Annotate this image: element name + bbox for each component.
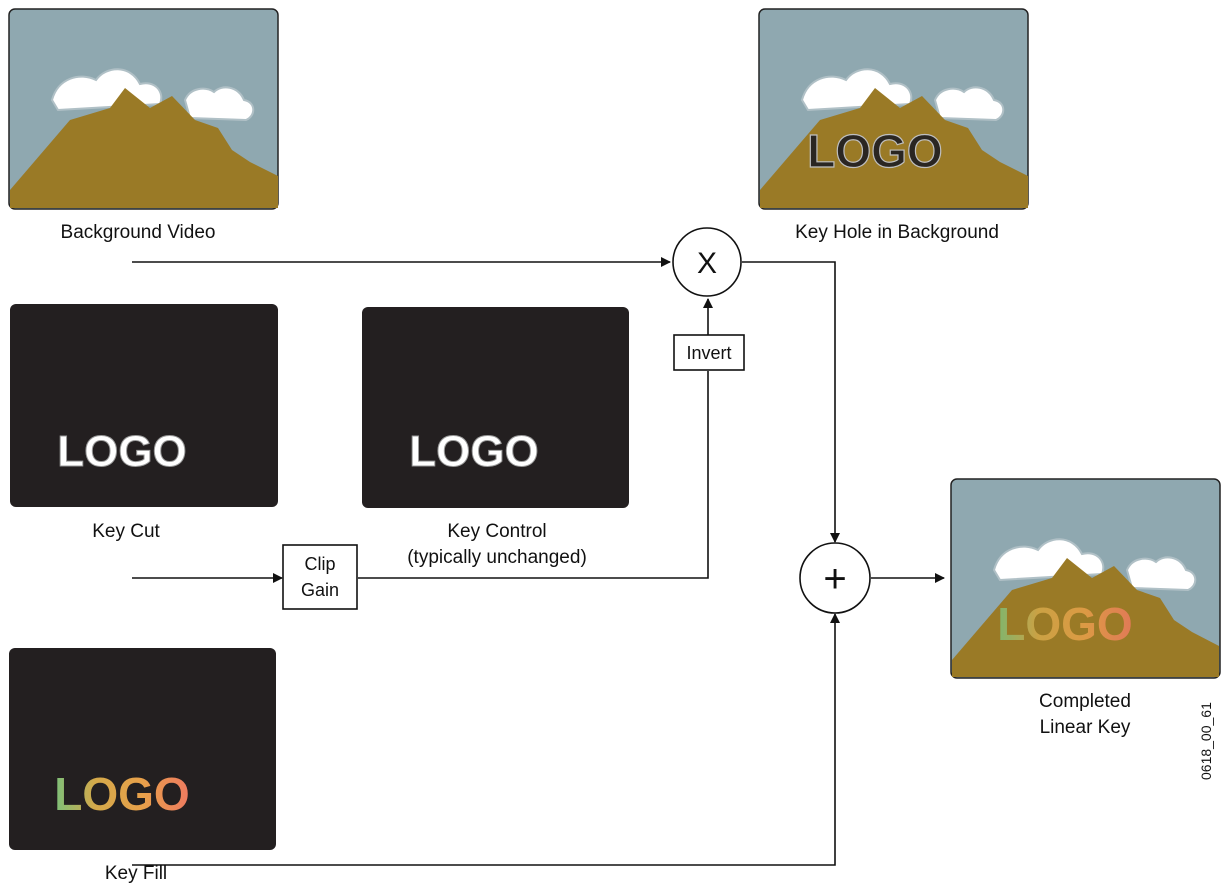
key-control-label-line1: Key Control — [447, 521, 547, 542]
key-control-label-line2: (typically unchanged) — [407, 547, 587, 568]
completed-linear-key-panel: LOGO — [950, 478, 1221, 679]
key-cut-logo: LOGO — [57, 427, 187, 476]
completed-label-line2: Linear Key — [1039, 717, 1131, 738]
key-fill-logo: LOGO — [54, 768, 189, 820]
key-fill-label: Key Fill — [104, 863, 168, 884]
key-cut-label: Key Cut — [92, 521, 160, 542]
clip-gain-line2: Gain — [301, 580, 339, 600]
add-node: + — [799, 542, 871, 614]
background-video-label: Background Video — [60, 222, 216, 243]
key-hole-panel: LOGO — [758, 8, 1029, 210]
clip-gain-box: Clip Gain — [282, 544, 358, 610]
multiply-symbol: X — [697, 247, 717, 280]
clipgain-to-invert-line — [358, 371, 709, 579]
invert-box: Invert — [673, 334, 745, 371]
key-hole-label: Key Hole in Background — [795, 222, 999, 243]
completed-logo: LOGO — [997, 598, 1132, 650]
keyfill-to-add-arrow — [132, 613, 840, 866]
add-symbol: + — [823, 557, 846, 601]
background-video-panel — [8, 8, 279, 210]
key-control-logo: LOGO — [409, 427, 539, 476]
multiply-node: X — [672, 227, 742, 297]
connector-lines — [132, 257, 945, 866]
completed-label-line1: Completed — [1039, 691, 1131, 712]
multiply-to-add-arrow — [742, 261, 840, 543]
invert-label: Invert — [686, 343, 731, 363]
key-fill-panel: LOGO — [9, 648, 276, 850]
key-hole-logo: LOGO — [807, 125, 942, 177]
key-cut-panel: LOGO — [10, 304, 278, 507]
clip-gain-line1: Clip — [304, 554, 335, 574]
key-control-panel: LOGO — [362, 307, 629, 508]
figure-id: 0618_00_61 — [1198, 702, 1214, 780]
